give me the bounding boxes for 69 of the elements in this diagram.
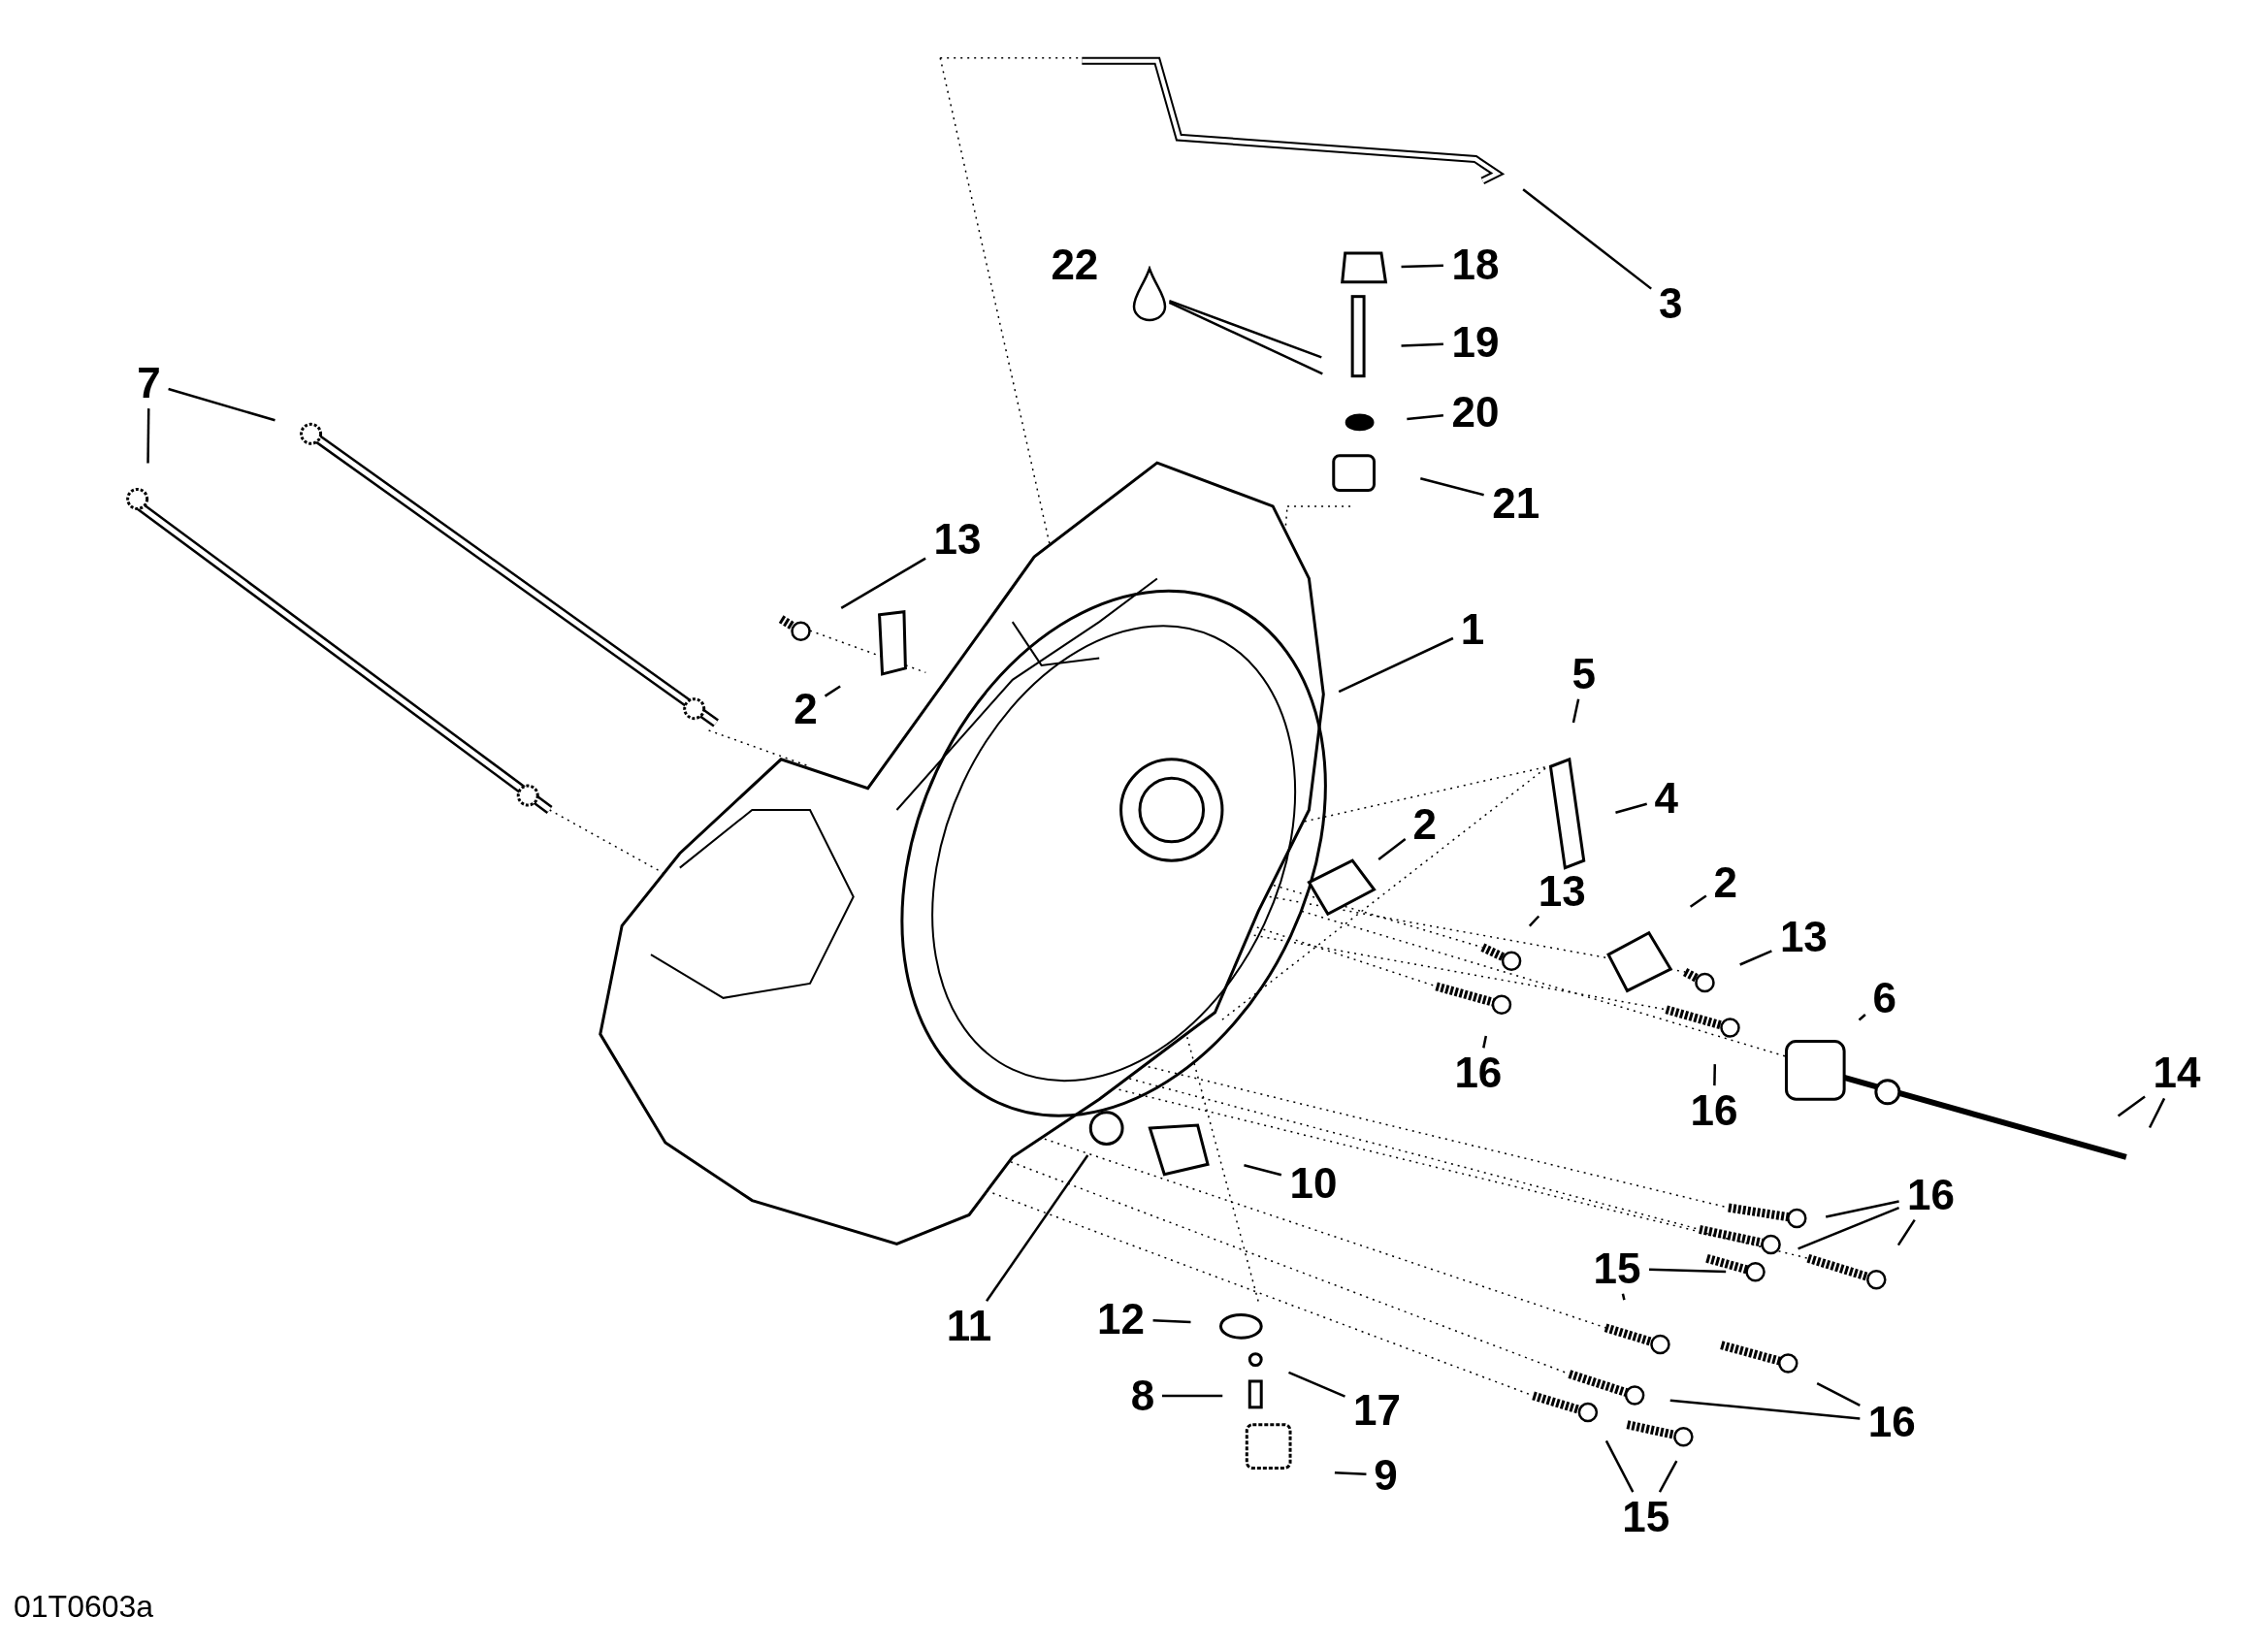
leader-line bbox=[1377, 838, 1407, 860]
callout-number: 8 bbox=[1130, 1374, 1155, 1417]
callout-number: 16 bbox=[1690, 1089, 1738, 1133]
leader-line bbox=[1689, 894, 1707, 908]
leader-line bbox=[1621, 1293, 1626, 1301]
leader-line bbox=[1288, 1371, 1345, 1398]
callout-number: 7 bbox=[137, 362, 161, 405]
leader-line bbox=[1825, 1200, 1899, 1218]
leader-line bbox=[2117, 1095, 2146, 1117]
leader-line bbox=[1669, 1399, 1861, 1420]
figure-code: 01T0603a bbox=[14, 1591, 154, 1622]
leader-line bbox=[1528, 915, 1540, 927]
callout-number: 5 bbox=[1571, 652, 1596, 695]
leader-line bbox=[1338, 636, 1454, 694]
leader-line bbox=[1168, 299, 1322, 359]
callout-number: 3 bbox=[1658, 282, 1683, 326]
leader-line bbox=[1816, 1381, 1861, 1406]
leader-line bbox=[840, 557, 926, 609]
callout-number: 18 bbox=[1451, 242, 1500, 286]
callout-number: 12 bbox=[1097, 1297, 1146, 1341]
leader-line bbox=[1604, 1439, 1635, 1493]
leader-line bbox=[986, 1154, 1089, 1303]
leader-line bbox=[1401, 342, 1443, 347]
leader-line bbox=[1896, 1218, 1916, 1246]
callout-number: 4 bbox=[1654, 777, 1678, 821]
callout-number: 21 bbox=[1492, 481, 1540, 525]
leader-line bbox=[1401, 264, 1443, 269]
leader-line bbox=[1615, 802, 1648, 814]
leader-line bbox=[1798, 1206, 1900, 1250]
callout-number: 10 bbox=[1289, 1161, 1338, 1205]
callout-number: 19 bbox=[1451, 321, 1500, 365]
callout-number: 2 bbox=[794, 687, 818, 730]
callout-number: 16 bbox=[1867, 1400, 1916, 1443]
callout-number: 13 bbox=[1538, 869, 1586, 913]
leader-line bbox=[146, 408, 150, 464]
leader-line bbox=[824, 685, 841, 697]
callout-number: 15 bbox=[1593, 1246, 1641, 1290]
leader-line bbox=[1571, 698, 1580, 724]
callout-number: 1 bbox=[1460, 607, 1485, 651]
callout-number: 17 bbox=[1353, 1388, 1401, 1432]
callout-number: 13 bbox=[933, 518, 982, 562]
callout-number: 2 bbox=[1412, 802, 1437, 846]
leader-line bbox=[1649, 1268, 1727, 1274]
leader-line bbox=[1522, 188, 1652, 290]
leader-line bbox=[1244, 1164, 1282, 1177]
callout-number: 16 bbox=[1454, 1051, 1503, 1095]
leader-line bbox=[1482, 1035, 1488, 1049]
leader-line bbox=[1739, 950, 1772, 966]
leader-line bbox=[168, 387, 275, 422]
leader-line bbox=[1334, 1471, 1367, 1476]
callout-number: 14 bbox=[2153, 1051, 2201, 1095]
callout-number: 16 bbox=[1907, 1173, 1956, 1216]
callout-number: 20 bbox=[1451, 390, 1500, 434]
callout-number: 13 bbox=[1779, 916, 1828, 959]
leader-line bbox=[1152, 1319, 1191, 1324]
leader-line bbox=[1858, 1014, 1866, 1021]
leader-line bbox=[1407, 414, 1443, 421]
callout-number: 2 bbox=[1713, 860, 1738, 904]
callout-number: 15 bbox=[1622, 1496, 1670, 1539]
leader-line bbox=[1420, 477, 1484, 497]
leader-line bbox=[2148, 1097, 2166, 1128]
callout-number: 6 bbox=[1872, 976, 1897, 1019]
leader-line bbox=[1713, 1064, 1717, 1086]
callout-number: 11 bbox=[946, 1305, 992, 1348]
leader-line bbox=[1161, 1394, 1223, 1398]
callout-number: 22 bbox=[1051, 242, 1099, 286]
callout-number: 9 bbox=[1374, 1453, 1398, 1497]
leader-line bbox=[1658, 1460, 1678, 1493]
leader-line bbox=[1168, 301, 1323, 375]
